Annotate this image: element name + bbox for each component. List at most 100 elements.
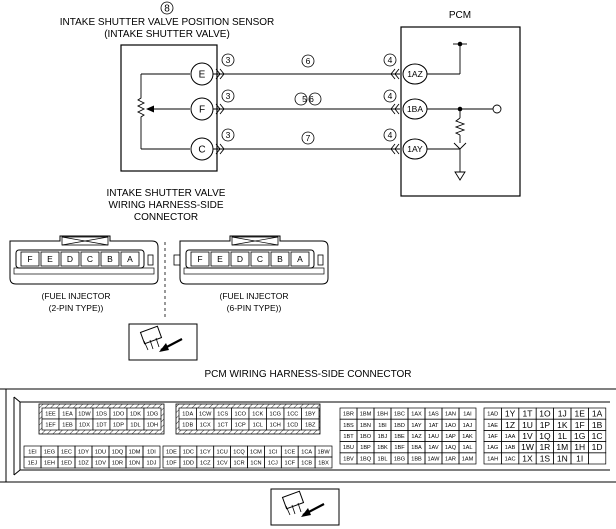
pcm-pin-label: 1BC <box>394 412 405 418</box>
pcm-pin-label: 1CZ <box>200 461 211 467</box>
pcm-pin-1ay: 1AY <box>402 138 428 160</box>
pcm-pin-label: 1CB <box>301 461 312 467</box>
sensor-title-line2: (INTAKE SHUTTER VALVE) <box>104 29 230 40</box>
pcm-pin-label: 1CG <box>269 412 281 418</box>
pcm-pin-label: 1DX <box>79 423 90 429</box>
pcm-pin-label: 1BV <box>343 456 354 462</box>
pcm-pin-label: 1DV <box>95 461 106 467</box>
pcm-pin-label: 1Q <box>539 431 551 441</box>
pcm-pin-label: 1AN <box>445 412 456 418</box>
connector_6pin-pin-label: F <box>197 254 202 264</box>
view-direction-icon-bottom <box>270 488 340 526</box>
pcm-pin-label: 1DZ <box>78 461 89 467</box>
pcm-pin-cell <box>458 452 477 465</box>
fuel-injector-6pin-label-1: (FUEL INJECTOR <box>220 291 289 301</box>
svg-text:4: 4 <box>388 130 393 140</box>
pcm-box <box>400 26 521 197</box>
pcm-pin-label: 1G <box>574 431 585 441</box>
pcm-pin-label: 1W <box>521 442 534 452</box>
connector_2pin-cell <box>20 251 40 267</box>
pcm-internal-circuit <box>427 43 493 181</box>
sensor-pin-c: C <box>190 137 214 161</box>
pcm-pin-label: 1F <box>575 420 585 430</box>
pcm-pin-label: 1CE <box>284 450 295 456</box>
pcm-pin-label: 1CR <box>233 461 244 467</box>
pcm-pin-label: 1CO <box>234 412 246 418</box>
pcm-pin-label: 1AD <box>487 412 498 418</box>
connector_2pin-cell <box>100 251 120 267</box>
pcm-pin-label: 1BZ <box>305 423 316 429</box>
potentiometer-symbol <box>136 74 146 149</box>
pcm-pin-label: 1CA <box>301 450 312 456</box>
pcm-pin-label: 1DT <box>96 423 107 429</box>
pcm-pin-label: 1AY <box>411 423 421 429</box>
right-conn-num-3: 4 <box>383 128 397 142</box>
pcm-pin-label: 1AL <box>463 445 473 451</box>
pcm-pin-label: 1DS <box>96 412 107 418</box>
connector_2pin-pin-label: A <box>127 254 133 264</box>
pcm-pin-label: 1C <box>592 431 603 441</box>
pcm-pin-label: 1AV <box>428 445 438 451</box>
pcm-pin-label: 1DG <box>147 412 159 418</box>
pcm-pin-label: 1DF <box>166 461 177 467</box>
pcm-pin-label: 1DW <box>78 412 91 418</box>
pcm-connector-housing <box>0 388 616 483</box>
pcm-pin-label: 1BD <box>394 423 405 429</box>
pcm-pin-label: 1DQ <box>112 450 124 456</box>
pcm-pin-cell <box>143 418 162 431</box>
pcm-pin-label: 1AI <box>463 412 472 418</box>
pcm-pin-label: 1X <box>522 453 533 463</box>
pcm-pin-label: 1AQ <box>445 445 457 451</box>
pcm-pin-label: 1BE <box>394 434 405 440</box>
svg-text:3: 3 <box>226 91 231 101</box>
pcm-pin-label: 1B <box>592 420 603 430</box>
pcm-pin-label: 1D <box>592 442 603 452</box>
pcm-pin-label: 1AP <box>445 434 456 440</box>
pcm-pin-label: 1DK <box>130 412 141 418</box>
circuit-num-f: 5 6 <box>294 92 322 106</box>
pcm-pin-label: 1BN <box>360 423 371 429</box>
pcm-pin-label: 1AK <box>462 434 473 440</box>
connector_6pin-pin-label: A <box>297 254 303 264</box>
pcm-pin-label: 1BI <box>378 423 387 429</box>
pcm-pin-label: 1DU <box>95 450 106 456</box>
pcm-pin-label: 1AW <box>428 456 441 462</box>
connector_6pin-cell <box>270 251 290 267</box>
pcm-pin-label: 1CV <box>217 461 228 467</box>
pcm-pin-label: 1AS <box>428 412 439 418</box>
pcm-pin-label: 1AB <box>505 445 516 451</box>
pcm-pin-label: 1DJ <box>147 461 157 467</box>
pcm-pin-label: 1DA <box>182 412 193 418</box>
pcm-pin-label: 1Z <box>505 420 515 430</box>
pcm-pin-label: 1A <box>592 409 603 419</box>
connector_2pin-cell <box>60 251 80 267</box>
pcm-pin-label: 1T <box>523 409 533 419</box>
pcm-pin-label: 1CH <box>270 423 281 429</box>
pcm-pin-label: 1AZ <box>411 434 422 440</box>
svg-text:3: 3 <box>226 130 231 140</box>
connector_6pin-pin-label: D <box>237 254 243 264</box>
connector_2pin-pin-label: F <box>27 254 32 264</box>
circuit-num-e: 6 <box>301 54 315 68</box>
pcm-pin-label: 1EG <box>44 450 55 456</box>
left-connector-symbols <box>215 68 225 155</box>
connector_6pin-cell <box>230 251 250 267</box>
pcm-pin-label: 1EB <box>62 423 73 429</box>
pcm-pin-label: 1DP <box>113 423 124 429</box>
pcm-pin-label: 1CW <box>199 412 212 418</box>
connector_6pin-pin-label: C <box>257 254 263 264</box>
pcm-pin-label: 1AX <box>411 412 422 418</box>
pcm-pin-label: 1CP <box>235 423 246 429</box>
pcm-pin-label: 1AU <box>428 434 439 440</box>
pcm-pin-label: 1ED <box>61 461 72 467</box>
pcm-pin-label: 1DD <box>183 461 194 467</box>
connector_2pin-cell <box>120 251 140 267</box>
pcm-pin-label: 1EF <box>45 423 56 429</box>
svg-text:3: 3 <box>226 55 231 65</box>
sensor-pin-f: F <box>190 97 214 121</box>
svg-text:4: 4 <box>388 55 393 65</box>
pcm-pin-label: 1O <box>539 409 551 419</box>
connector_2pin-pin-label: C <box>87 254 93 264</box>
pcm-pin-label: 1AF <box>488 434 499 440</box>
svg-text:7: 7 <box>306 133 311 143</box>
